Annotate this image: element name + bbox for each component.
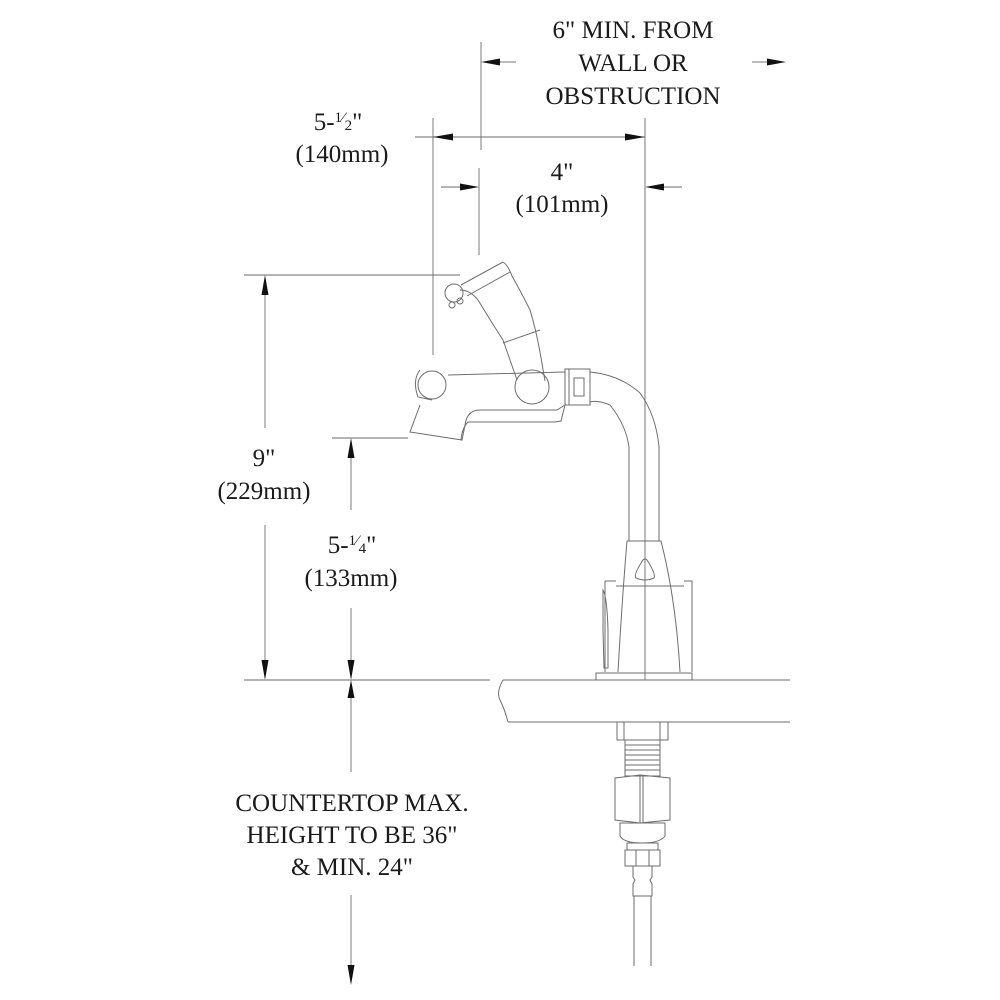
arrow-left-icon [481, 58, 500, 66]
arrow-up-icon [347, 680, 355, 698]
countertop-note-line1: COUNTERTOP MAX. [235, 790, 468, 817]
arrow-down-icon [261, 660, 269, 680]
outlet-nozzle [417, 370, 447, 400]
arrow-down-icon [347, 965, 355, 985]
aerator-tip [444, 283, 464, 303]
spout-reach-imperial: 5-1⁄2" [314, 109, 363, 136]
outlet-height-dimension: 5-1⁄4" (133mm) [304, 437, 408, 680]
base-offset-dimension: 4" (101mm) [441, 159, 682, 255]
arrow-down-icon [347, 660, 355, 680]
overall-height-imperial: 9" [253, 445, 276, 472]
arrow-left-icon [645, 183, 664, 191]
outlet-height-imperial: 5-1⁄4" [328, 532, 377, 559]
arrow-up-icon [261, 275, 269, 295]
countertop-height-dimension: COUNTERTOP MAX. HEIGHT TO BE 36" & MIN. … [235, 679, 490, 985]
arrow-up-icon [347, 438, 355, 458]
spout-reach-dimension: 5-1⁄2" (140mm) [295, 109, 646, 680]
countertop-note-line3: & MIN. 24" [291, 854, 413, 881]
spout-reach-metric: (140mm) [295, 141, 388, 168]
under-counter-fittings [614, 721, 671, 966]
arrow-right-icon [460, 183, 479, 191]
outlet-height-metric: (133mm) [304, 565, 397, 592]
wall-clearance-dimension: 6" MIN. FROM WALL OR OBSTRUCTION [480, 17, 786, 150]
base-offset-metric: (101mm) [515, 191, 608, 218]
push-button [634, 558, 655, 581]
compression-nut [624, 849, 661, 867]
arrow-right-icon [625, 133, 645, 141]
countertop-note-line2: HEIGHT TO BE 36" [247, 822, 458, 849]
base-flange [595, 672, 693, 681]
overall-height-metric: (229mm) [217, 478, 310, 505]
arrow-right-icon [767, 58, 786, 66]
wall-clearance-label-line1: 6" MIN. FROM [553, 17, 714, 44]
wall-clearance-label-line2: WALL OR [578, 50, 688, 77]
faucet [409, 261, 693, 681]
overall-height-dimension: 9" (229mm) [217, 274, 460, 680]
arrow-left-icon [433, 133, 453, 141]
base-offset-imperial: 4" [551, 159, 574, 186]
wall-clearance-label-line3: OBSTRUCTION [545, 83, 720, 110]
countertop-slab [498, 679, 790, 723]
